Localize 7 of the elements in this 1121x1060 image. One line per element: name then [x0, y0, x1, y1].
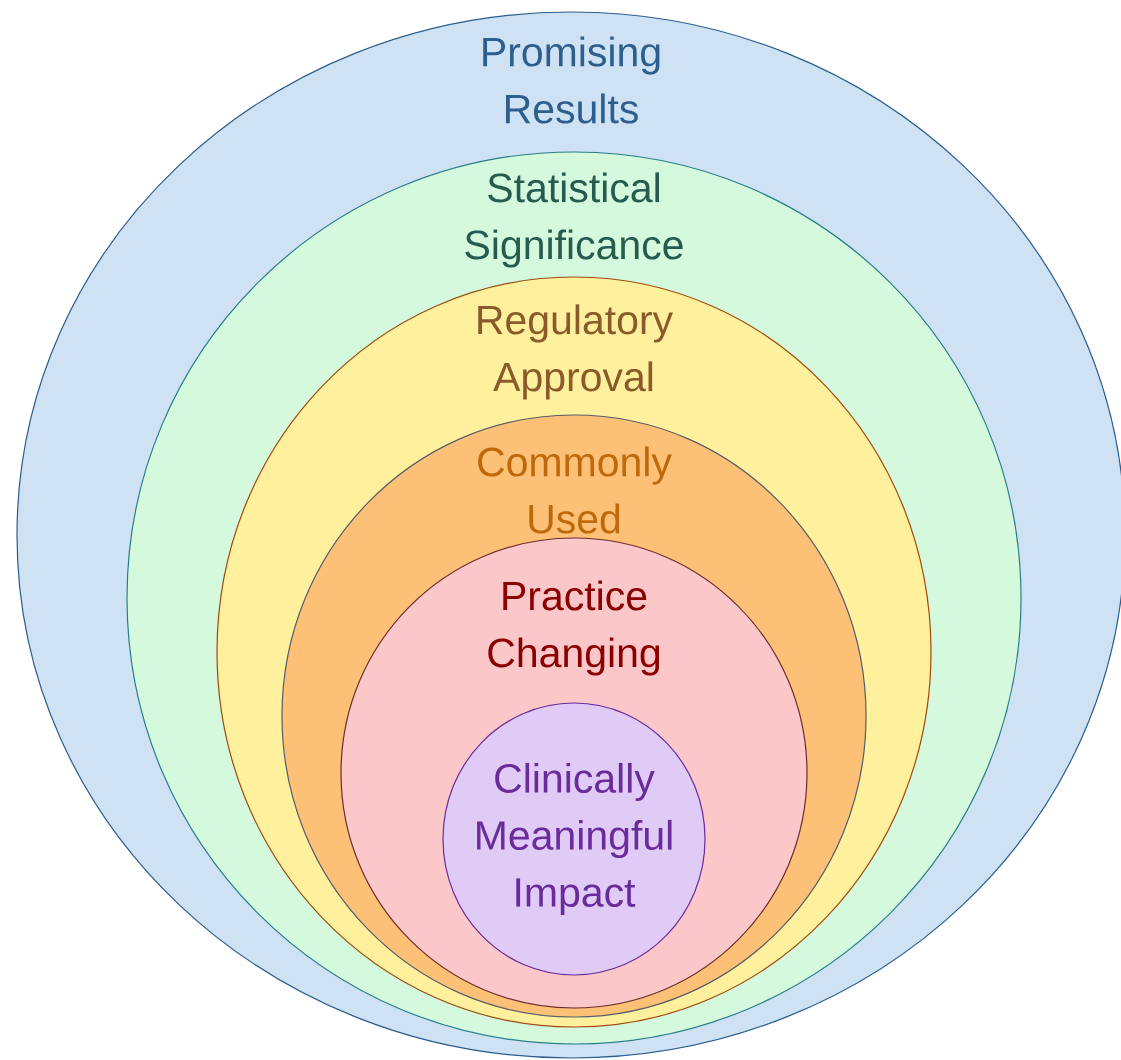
circle-label: Regulatory Approval: [478, 304, 673, 400]
circle-label: Promising Results: [483, 36, 660, 124]
circle-label: Statistical Significance: [465, 172, 683, 268]
circle-label: Commonly Used: [478, 446, 672, 534]
circle-label: Clinically Meaningful Impact: [477, 762, 672, 916]
nested-circle: [442, 702, 706, 976]
circle-label: Practice Changing: [488, 580, 660, 676]
